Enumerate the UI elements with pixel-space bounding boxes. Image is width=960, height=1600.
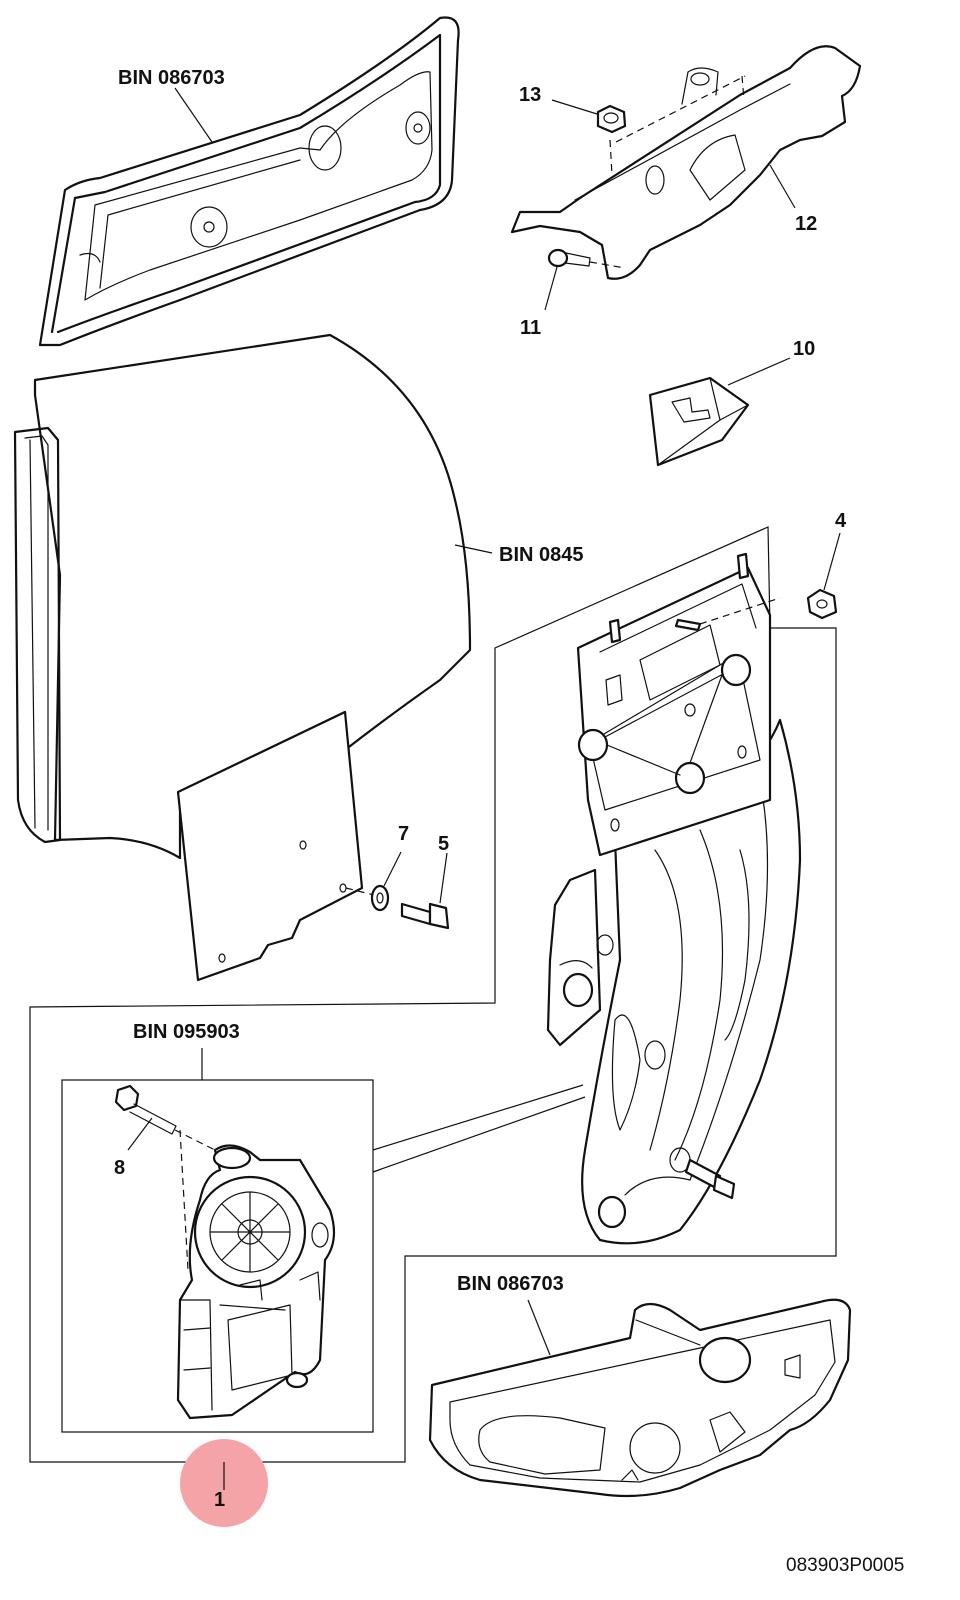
label-bin-0845: BIN 0845 [499,544,584,566]
label-bin-095903: BIN 095903 [133,1021,240,1043]
label-8: 8 [114,1157,125,1179]
label-10: 10 [793,338,815,360]
bottom-trim-panel[interactable] [428,1298,852,1498]
bracket-12[interactable] [510,45,862,280]
label-5: 5 [438,833,449,855]
item-1-highlight[interactable]: 1 [180,1439,268,1527]
wedge-10[interactable] [648,376,750,467]
label-11: 11 [520,317,541,339]
bolt-5[interactable] [400,902,450,930]
nut-4[interactable] [806,588,838,620]
label-13: 13 [519,84,541,106]
regulator-callout-box [29,526,837,1463]
label-7: 7 [398,823,409,845]
door-glass[interactable] [13,333,472,860]
label-bin-086703-bottom: BIN 086703 [457,1273,564,1295]
label-12: 12 [795,213,817,235]
motor-detail-box [61,1079,374,1433]
top-trim-panel[interactable] [38,16,460,347]
bolt-8[interactable] [114,1084,216,1151]
label-1: 1 [214,1489,225,1511]
washer-7[interactable] [370,884,390,912]
nut-13[interactable] [596,104,627,134]
glass-mounting-plate[interactable] [176,710,379,982]
window-motor[interactable] [176,1129,336,1420]
label-4: 4 [835,510,847,532]
label-bin-086703-top: BIN 086703 [118,67,225,89]
screw-11[interactable] [547,248,626,269]
drawing-code: 083903P0005 [786,1555,904,1576]
window-regulator[interactable] [546,552,802,1245]
